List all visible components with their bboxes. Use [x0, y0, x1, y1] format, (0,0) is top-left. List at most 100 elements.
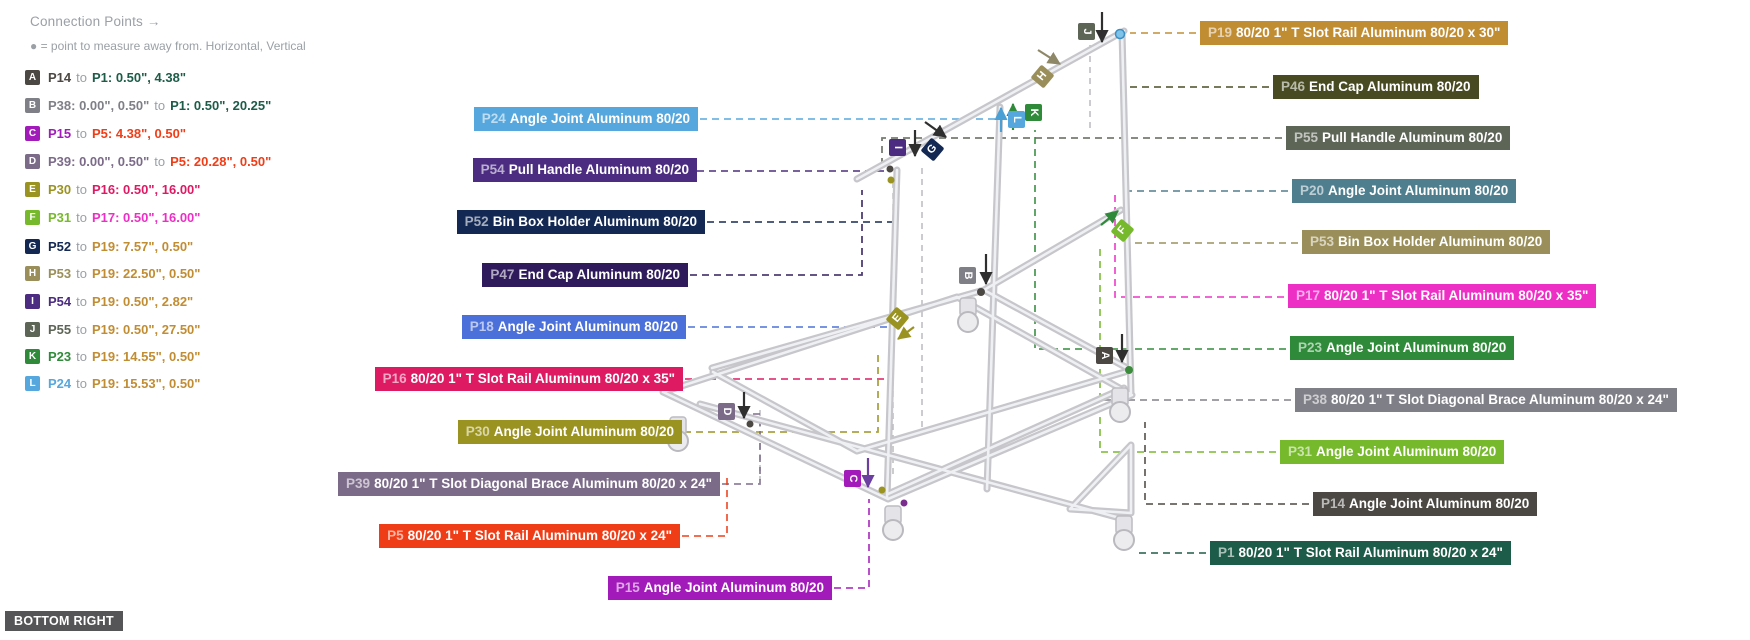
legend-target: P16: 0.50", 16.00" — [91, 181, 201, 197]
part-text: Bin Box Holder Aluminum 80/20 — [492, 214, 697, 229]
part-text: 80/20 1" T Slot Rail Aluminum 80/20 x 35… — [410, 371, 675, 386]
part-id: P46 — [1281, 79, 1306, 94]
legend-target: P19: 14.55", 0.50" — [91, 348, 201, 364]
part-id: P20 — [1300, 183, 1325, 198]
part-id: P18 — [469, 319, 494, 334]
legend-to: to — [76, 375, 87, 391]
measure-points — [746, 28, 1133, 507]
part-id: P17 — [1296, 288, 1321, 303]
legend-source: P24 — [48, 375, 72, 391]
part-id: P38 — [1303, 392, 1328, 407]
marker-badge-l: L — [1008, 111, 1025, 128]
marker-badge-d: D — [718, 403, 735, 420]
legend-target: P5: 20.28", 0.50" — [170, 153, 272, 169]
legend-target: P19: 22.50", 0.50" — [91, 265, 201, 281]
legend-to: to — [76, 181, 87, 197]
legend-target: P19: 0.50", 27.50" — [91, 321, 201, 337]
part-text: Angle Joint Aluminum 80/20 — [497, 319, 678, 334]
legend-note: ● = point to measure away from. Horizont… — [30, 39, 306, 53]
legend-to: to — [76, 209, 87, 225]
part-id: P30 — [465, 424, 490, 439]
part-id: P54 — [480, 162, 505, 177]
part-text: Angle Joint Aluminum 80/20 — [1328, 183, 1509, 198]
part-id: P53 — [1310, 234, 1335, 249]
part-text: Bin Box Holder Aluminum 80/20 — [1338, 234, 1543, 249]
legend-badge: I — [25, 293, 40, 309]
part-text: End Cap Aluminum 80/20 — [1309, 79, 1471, 94]
legend-target: P17: 0.50", 16.00" — [91, 209, 201, 225]
legend-source: P39: 0.00", 0.50" — [48, 153, 150, 169]
part-text: Angle Joint Aluminum 80/20 — [1326, 340, 1507, 355]
part-id: P1 — [1218, 545, 1235, 560]
legend-source: P38: 0.00", 0.50" — [48, 97, 150, 113]
part-id: P15 — [615, 580, 640, 595]
part-text: Pull Handle Aluminum 80/20 — [1322, 130, 1503, 145]
part-text: 80/20 1" T Slot Rail Aluminum 80/20 x 24… — [407, 528, 672, 543]
part-id: P16 — [382, 371, 407, 386]
part-text: 80/20 1" T Slot Rail Aluminum 80/20 x 35… — [1324, 288, 1589, 303]
part-id: P39 — [346, 476, 371, 491]
legend-target: P19: 0.50", 2.82" — [91, 293, 194, 309]
legend-to: to — [76, 265, 87, 281]
legend-badge: E — [25, 181, 40, 197]
legend-source: P55 — [48, 321, 72, 337]
legend-to: to — [76, 348, 87, 364]
part-text: Pull Handle Aluminum 80/20 — [508, 162, 689, 177]
legend-badge: L — [25, 375, 40, 391]
legend-target: P5: 4.38", 0.50" — [91, 125, 186, 141]
legend-source: P14 — [48, 69, 72, 85]
legend-source: P53 — [48, 265, 72, 281]
legend-target: P1: 0.50", 4.38" — [91, 69, 186, 85]
legend-target: P19: 15.53", 0.50" — [91, 375, 201, 391]
part-text: Angle Joint Aluminum 80/20 — [643, 580, 824, 595]
legend-badge: D — [25, 153, 40, 169]
part-id: P31 — [1288, 444, 1313, 459]
page-title: Connection Points → — [30, 14, 161, 29]
marker-badge-b: B — [959, 267, 976, 284]
part-id: P14 — [1321, 496, 1346, 511]
part-id: P5 — [387, 528, 404, 543]
legend-to: to — [76, 69, 87, 85]
legend-badge: F — [25, 209, 40, 225]
part-text: 80/20 1" T Slot Diagonal Brace Aluminum … — [1331, 392, 1669, 407]
legend-to: to — [154, 97, 166, 113]
part-id: P23 — [1298, 340, 1323, 355]
part-id: P47 — [490, 267, 515, 282]
part-text: 80/20 1" T Slot Rail Aluminum 80/20 x 24… — [1238, 545, 1503, 560]
legend-badge: K — [25, 348, 40, 364]
marker-badge-j: J — [1078, 23, 1095, 40]
part-text: Angle Joint Aluminum 80/20 — [1349, 496, 1530, 511]
legend-target: P1: 0.50", 20.25" — [170, 97, 272, 113]
legend-to: to — [76, 238, 87, 254]
view-corner-tag: BOTTOM RIGHT — [5, 611, 123, 631]
part-id: P52 — [464, 214, 489, 229]
part-text: Angle Joint Aluminum 80/20 — [1316, 444, 1497, 459]
part-id: P19 — [1208, 25, 1233, 40]
marker-badge-c: C — [844, 470, 861, 487]
